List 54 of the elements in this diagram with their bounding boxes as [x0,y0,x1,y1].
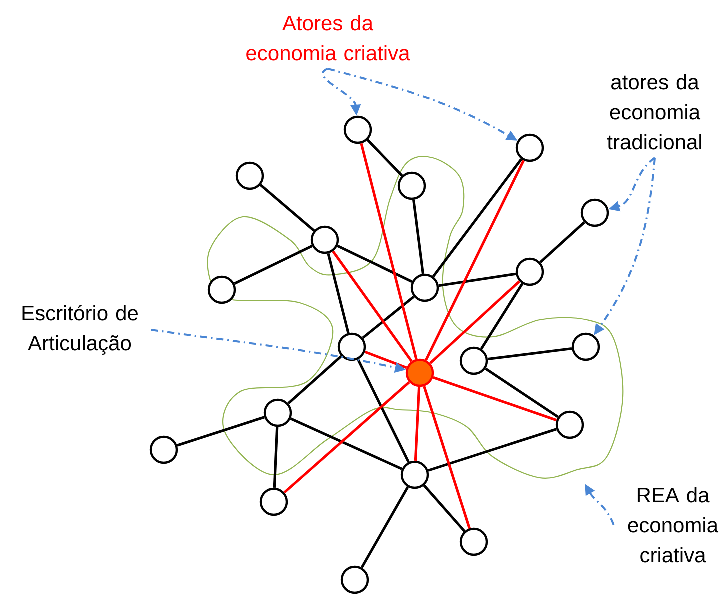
network-node [236,162,264,190]
link-line [430,280,520,364]
network-node [410,274,440,302]
link-line [284,381,410,494]
network-node [516,134,544,162]
link-line [540,222,586,264]
network-node [398,172,426,200]
annotation-text: Atores da economia criativa [246,15,410,61]
link-line [488,347,572,361]
link-line [260,184,316,232]
link-line [234,245,313,286]
link-line [290,418,403,470]
hub-node [406,358,434,388]
link-line [362,296,415,340]
link-line [177,416,265,447]
network-node [556,410,584,440]
link-line [438,272,516,288]
annotation-text: REA da economia criativa [628,487,719,563]
network-node [400,460,430,490]
link-line [423,484,466,532]
network-node [338,332,366,362]
annotation-text: atores da economia tradicional [607,74,702,150]
network-node [208,276,236,304]
network-node [572,332,600,362]
link-line [357,359,410,463]
link-line [337,244,413,284]
link-line [360,486,410,568]
link-line [423,386,471,529]
link-line [432,376,558,422]
link-line [414,387,421,461]
link-line [366,139,404,177]
link-line [364,350,408,370]
link-line [485,368,559,418]
link-line [412,200,425,274]
link-line [288,355,342,405]
link-line [480,283,524,350]
annotation-text: Escritório de Articulação [22,305,138,355]
link-line [360,143,418,360]
network-node [344,116,372,144]
link-line [332,250,413,362]
link-line [273,427,279,488]
link-line [432,158,523,278]
network-node [516,258,544,286]
network-node [264,398,292,428]
network-node [150,436,178,464]
link-line [428,428,557,472]
link-line [327,253,350,334]
network-node [340,566,370,594]
network-node [260,488,288,516]
network-node [460,346,488,376]
network-node [460,528,488,556]
network-node [580,198,610,228]
link-line [425,160,525,361]
network-node [310,226,340,254]
